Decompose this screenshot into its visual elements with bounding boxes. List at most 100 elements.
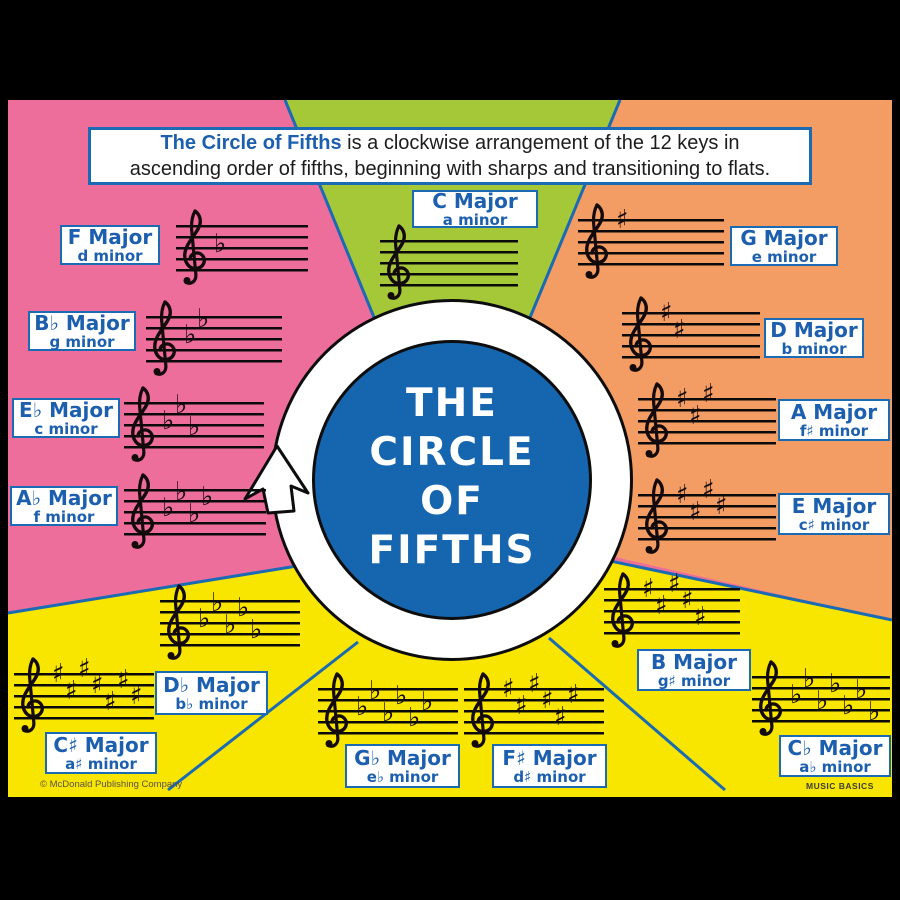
staff-b	[604, 588, 740, 635]
key-minor-name: f minor	[33, 507, 95, 526]
sharp-symbol: ♯	[117, 664, 130, 695]
flat-symbol: ♭	[184, 320, 197, 350]
treble-clef-icon	[183, 209, 206, 285]
key-minor-name: c♯ minor	[798, 515, 870, 534]
flat-symbol: ♭	[356, 692, 369, 722]
flat-symbol: ♭	[408, 703, 421, 733]
sharp-symbol: ♯	[702, 378, 715, 409]
flat-symbol: ♭	[224, 609, 237, 640]
staff-d	[622, 312, 760, 359]
header-line-1: The Circle of Fifths is a clockwise arra…	[91, 130, 809, 156]
key-minor-name: d♯ minor	[513, 767, 586, 786]
sharp-symbol: ♯	[676, 480, 689, 510]
staff-a	[638, 398, 776, 445]
flat-symbol: ♭	[829, 669, 842, 699]
sharp-symbol: ♯	[502, 674, 515, 704]
badge-title-line: CIRCLE	[369, 430, 535, 475]
key-minor-name: e minor	[751, 247, 817, 266]
staff-f	[176, 225, 308, 272]
staff-e-flat	[124, 402, 264, 449]
flat-symbol: ♭	[197, 303, 210, 334]
badge-title-line: OF	[420, 479, 484, 524]
key-minor-name: a minor	[442, 210, 508, 229]
staff-g	[578, 219, 724, 266]
sharp-symbol: ♯	[567, 679, 580, 710]
staff-e	[638, 494, 776, 541]
key-major-name: E Major	[791, 493, 877, 518]
flat-symbol: ♭	[188, 411, 201, 442]
sharp-symbol: ♯	[689, 496, 702, 527]
key-minor-name: b minor	[781, 339, 847, 358]
treble-clef-icon	[611, 572, 634, 648]
treble-clef-icon	[645, 382, 668, 458]
sharp-symbol: ♯	[65, 675, 78, 706]
treble-clef-icon	[21, 657, 44, 733]
copyright-text: © McDonald Publishing Company	[40, 779, 183, 790]
brand-text: MUSIC BASICS	[806, 781, 874, 791]
header-line-2: ascending order of fifths, beginning wit…	[129, 158, 771, 180]
flat-symbol: ♭	[214, 229, 227, 259]
header-rest: is a clockwise arrangement of the 12 key…	[341, 132, 740, 154]
sharp-symbol: ♯	[528, 668, 541, 699]
flat-symbol: ♭	[421, 686, 434, 717]
staff-c	[380, 240, 518, 287]
staff-f-sharp	[464, 688, 604, 735]
treble-clef-icon	[471, 672, 494, 748]
sharp-symbol: ♯	[673, 314, 686, 345]
sharp-symbol: ♯	[541, 685, 554, 715]
sharp-symbol: ♯	[616, 205, 629, 235]
sharp-symbol: ♯	[515, 690, 528, 721]
flat-symbol: ♭	[237, 593, 250, 623]
sharp-symbol: ♯	[668, 568, 681, 599]
badge-title-line: FIFTHS	[368, 528, 536, 573]
key-major-name: D♭ Major	[163, 672, 260, 697]
key-minor-name: g minor	[49, 332, 115, 351]
key-minor-name: b♭ minor	[175, 694, 248, 713]
key-major-name: C♭ Major	[787, 735, 883, 760]
flat-symbol: ♭	[175, 389, 188, 420]
flat-symbol: ♭	[816, 685, 829, 716]
flat-symbol: ♭	[162, 406, 175, 436]
flat-symbol: ♭	[162, 493, 175, 523]
key-major-name: B Major	[650, 649, 738, 674]
treble-clef-icon	[645, 478, 668, 554]
badge-title-line: THE	[406, 381, 498, 426]
flat-symbol: ♭	[790, 680, 803, 710]
flat-symbol: ♭	[382, 697, 395, 728]
treble-clef-icon	[167, 584, 190, 660]
staff-g-flat	[318, 688, 458, 735]
treble-clef-icon	[759, 660, 782, 736]
sharp-symbol: ♯	[702, 474, 715, 505]
flat-symbol: ♭	[369, 675, 382, 706]
key-major-name: F♯ Major	[502, 745, 597, 770]
sharp-symbol: ♯	[130, 681, 143, 711]
sharp-symbol: ♯	[655, 590, 668, 621]
sharp-symbol: ♯	[52, 659, 65, 689]
key-minor-name: a♭ minor	[799, 757, 871, 776]
key-major-name: A♭ Major	[16, 485, 112, 510]
key-major-name: B♭ Major	[34, 310, 130, 335]
flat-symbol: ♭	[201, 482, 214, 512]
flat-symbol: ♭	[395, 681, 408, 711]
header-box: The Circle of Fifths is a clockwise arra…	[88, 127, 812, 185]
staff-b-flat	[146, 316, 282, 363]
treble-clef-icon	[131, 473, 154, 549]
treble-clef-icon	[131, 386, 154, 462]
sharp-symbol: ♯	[689, 400, 702, 431]
sharp-symbol: ♯	[681, 585, 694, 615]
flat-symbol: ♭	[175, 476, 188, 507]
key-minor-name: d minor	[77, 246, 143, 265]
sharp-symbol: ♯	[91, 670, 104, 700]
sharp-symbol: ♯	[715, 491, 728, 521]
treble-clef-icon	[629, 296, 652, 372]
